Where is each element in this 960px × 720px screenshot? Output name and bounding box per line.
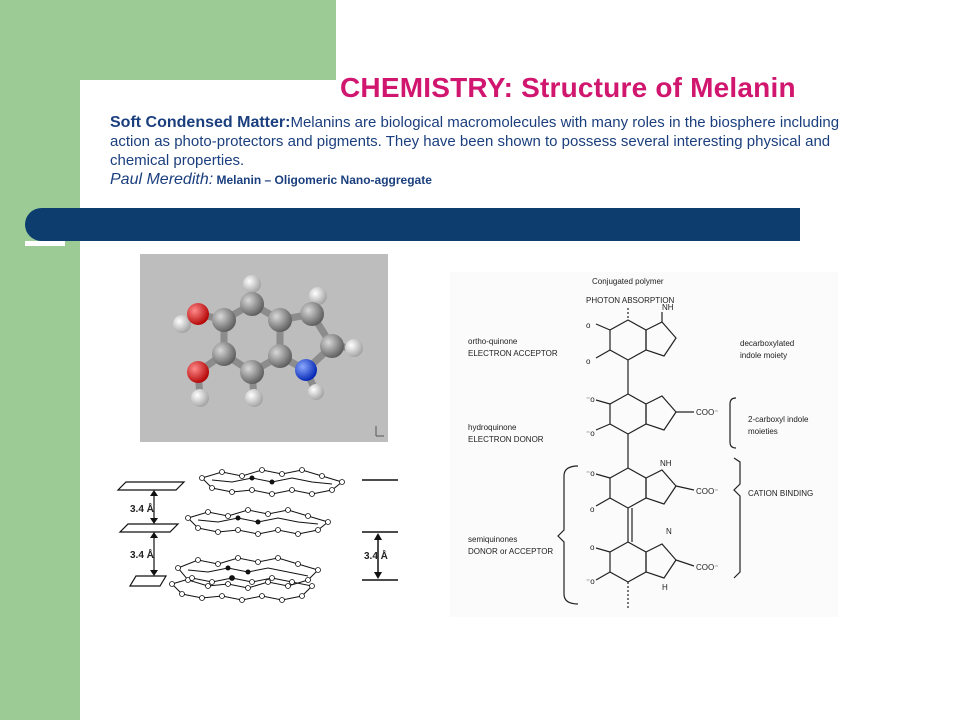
green-band-left xyxy=(0,0,80,720)
label-electron-acceptor: ELECTRON ACCEPTOR xyxy=(468,349,558,358)
coo-label-3: COO⁻ xyxy=(696,563,718,572)
oligomer-stack-figure: 3.4 Å 3.4 Å 3.4 xyxy=(116,467,398,603)
conjugated-polymer-scheme: Conjugated polymer PHOTON ABSORPTION ort… xyxy=(450,272,838,617)
intro-text: Melanins are biological macromolecules w… xyxy=(110,114,840,169)
polymer-chemical-structure: Conjugated polymer PHOTON ABSORPTION ort… xyxy=(468,277,813,608)
slide-title: CHEMISTRY: Structure of Melanin xyxy=(340,72,796,103)
label-2-carboxyl-indole: 2-carboxyl indole xyxy=(748,415,809,424)
sheet-plane-3 xyxy=(128,575,168,587)
author-topic: Melanin – Oligomeric Nano-aggregate xyxy=(213,173,432,187)
slide-body: Soft Condensed Matter:Melanins are biolo… xyxy=(110,113,880,190)
h-label: H xyxy=(662,583,668,592)
spacing-label-2: 3.4 Å xyxy=(130,548,154,561)
svg-text:o: o xyxy=(590,543,595,552)
molecule-ball-stick-image xyxy=(140,254,388,442)
svg-text:o: o xyxy=(590,505,595,514)
stacked-sheets-diagram: 3.4 Å 3.4 Å 3.4 xyxy=(112,460,412,620)
svg-text:o: o xyxy=(586,321,591,330)
label-hydroquinone: hydroquinone xyxy=(468,423,517,432)
author-name: Paul Meredith: xyxy=(110,171,214,188)
svg-text:⁻o: ⁻o xyxy=(586,395,595,404)
label-donor-or-acceptor: DONOR or ACCEPTOR xyxy=(468,547,553,556)
label-moieties: moieties xyxy=(748,427,778,436)
intro-label: Soft Condensed Matter: xyxy=(110,114,291,131)
label-cation-binding: CATION BINDING xyxy=(748,489,813,498)
coo-label-2: COO⁻ xyxy=(696,487,718,496)
dihydroxyindole-model xyxy=(173,275,384,437)
spacing-label-1: 3.4 Å xyxy=(130,502,154,515)
coo-label-1: COO⁻ xyxy=(696,408,718,417)
scheme-header-2: PHOTON ABSORPTION xyxy=(586,296,675,305)
nh-label-mid: NH xyxy=(660,459,672,468)
scheme-header-1: Conjugated polymer xyxy=(592,277,664,286)
label-decarboxylated: decarboxylated xyxy=(740,339,794,348)
svg-text:⁻o: ⁻o xyxy=(586,429,595,438)
sheet-plane-1 xyxy=(116,481,186,491)
spacing-label-3: 3.4 Å xyxy=(364,549,388,562)
nh-label-top: NH xyxy=(662,303,674,312)
sheet-plane-2 xyxy=(118,523,180,533)
label-indole-moiety: indole moiety xyxy=(740,351,787,360)
label-ortho-quinone: ortho-quinone xyxy=(468,337,518,346)
divider-gap xyxy=(25,241,65,246)
svg-text:o: o xyxy=(586,357,591,366)
n-label: N xyxy=(666,527,672,536)
label-electron-donor: ELECTRON DONOR xyxy=(468,435,544,444)
svg-text:⁻o: ⁻o xyxy=(586,577,595,586)
header-divider-bar xyxy=(25,208,800,241)
label-semiquinones: semiquinones xyxy=(468,535,517,544)
svg-text:⁻o: ⁻o xyxy=(586,469,595,478)
